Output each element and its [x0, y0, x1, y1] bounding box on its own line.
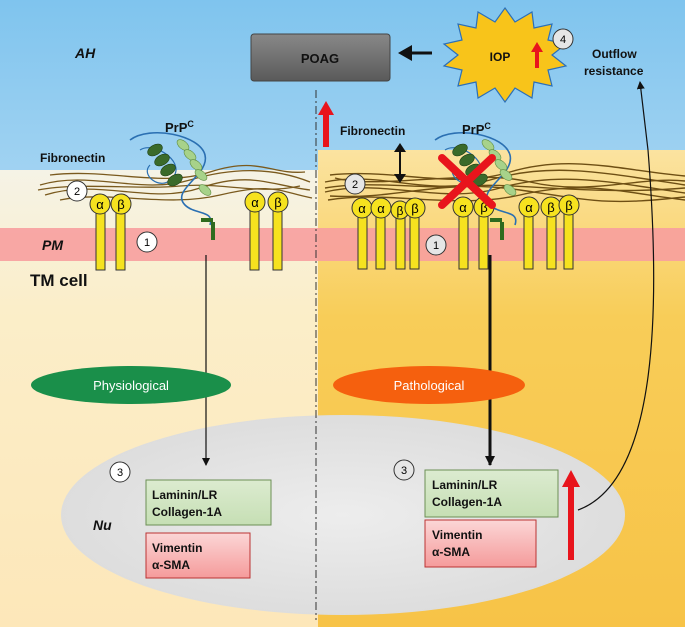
- integrin-beta-label: β: [117, 197, 124, 212]
- collagen-label-right: Collagen-1A: [432, 495, 502, 509]
- step-2-badge-left: [66, 180, 88, 202]
- pm-label: PM: [42, 237, 63, 253]
- integrin-group-left-2: α β: [244, 191, 289, 271]
- integrin-beta-label: β: [411, 201, 418, 216]
- outflow-label-line2: resistance: [584, 64, 644, 78]
- iop-increase-arrow-icon: [531, 42, 543, 68]
- tm-cell-label: TM cell: [30, 271, 88, 290]
- integrin-group-left-1: α β: [89, 193, 132, 271]
- fibronectin-label-right: Fibronectin: [340, 124, 405, 138]
- step-3-number-right: 3: [401, 465, 407, 477]
- integrin-alpha-label: α: [358, 201, 366, 216]
- physiological-label: Physiological: [93, 378, 169, 393]
- iop-burst: [442, 6, 568, 104]
- integrin-alpha-label: α: [459, 200, 467, 215]
- double-arrow-icon: [394, 143, 406, 183]
- laminin-label-right: Laminin/LR: [432, 478, 498, 492]
- integrin-beta-label: β: [547, 200, 554, 215]
- prpc-label-left: PrPC: [165, 119, 194, 135]
- prpc-protein-left: [129, 132, 215, 240]
- outflow-curve-arrow: [577, 81, 655, 511]
- nucleus-label: Nu: [93, 517, 112, 533]
- integrin-beta-label: β: [480, 200, 487, 215]
- expression-increase-arrow-icon: [562, 470, 580, 560]
- step-4-badge: [552, 28, 574, 50]
- step-1-number-left: 1: [144, 237, 150, 249]
- integrin-group-right-3: α β β: [518, 194, 580, 270]
- integrin-group-right-2: α β: [452, 196, 495, 270]
- poag-box: [250, 33, 391, 82]
- integrin-beta-label: β: [565, 198, 572, 213]
- step-1-badge-right: [425, 234, 447, 256]
- step-1-badge-left: [136, 231, 158, 253]
- integrin-group-right-1: α α β β: [351, 197, 426, 270]
- ah-label: AH: [74, 45, 96, 61]
- iop-to-poag-arrow: [398, 45, 432, 61]
- step-2-number-left: 2: [74, 186, 80, 198]
- step-3-number-left: 3: [117, 467, 123, 479]
- integrin-alpha-label: α: [96, 197, 104, 212]
- physiological-state-ellipse: [31, 366, 231, 404]
- fibronectin-increase-arrow-icon: [318, 101, 334, 147]
- prpc-label-right: PrPC: [462, 121, 491, 137]
- step-2-badge-right: [344, 173, 366, 195]
- vimentin-label-right: Vimentin: [432, 528, 482, 542]
- step-2-number-right: 2: [352, 179, 358, 191]
- step-3-badge-left: [109, 461, 131, 483]
- poag-label: POAG: [301, 51, 339, 66]
- step-4-number: 4: [560, 34, 566, 46]
- inhibition-cross-icon: [438, 154, 496, 209]
- laminin-label-left: Laminin/LR: [152, 488, 218, 502]
- integrin-alpha-label: α: [377, 201, 385, 216]
- vimentin-sma-box-left: [145, 532, 251, 579]
- step-1-number-right: 1: [433, 240, 439, 252]
- collagen-label-left: Collagen-1A: [152, 505, 222, 519]
- pathological-label: Pathological: [394, 378, 465, 393]
- integrin-alpha-label: α: [251, 195, 259, 210]
- outflow-label-line1: Outflow: [592, 47, 637, 61]
- integrin-beta-label: β: [397, 204, 404, 218]
- fibronectin-label-left: Fibronectin: [40, 151, 105, 165]
- pathological-state-ellipse: [333, 366, 525, 404]
- vimentin-label-left: Vimentin: [152, 541, 202, 555]
- iop-label: IOP: [490, 50, 511, 64]
- asma-label-left: α-SMA: [152, 558, 190, 572]
- asma-label-right: α-SMA: [432, 545, 470, 559]
- vimentin-sma-box-right: [424, 519, 537, 568]
- integrin-beta-label: β: [274, 195, 281, 210]
- integrin-alpha-label: α: [525, 200, 533, 215]
- step-3-badge-right: [393, 459, 415, 481]
- laminin-collagen-box-right: [424, 469, 559, 518]
- laminin-collagen-box-left: [145, 479, 272, 526]
